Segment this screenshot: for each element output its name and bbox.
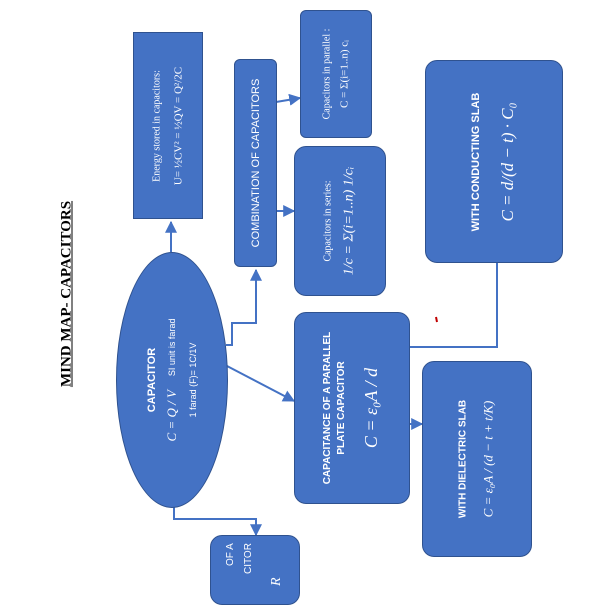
arrow-to-combination [226,268,262,346]
energy-box: Energy stored in capacitors: U= ½CV² = ½… [133,32,203,219]
si-unit-text: SI unit is farad [167,318,177,377]
partial-box-line2: CITOR [243,543,254,574]
farad-definition: 1 farad (F)= 1C/1V [188,342,198,418]
energy-formula: U= ½CV² = ½QV = Q²/2C [172,66,185,185]
series-text: Capacitors in series: [322,180,334,262]
energy-text: Energy stored in capacitors: [151,69,163,182]
parallel-plate-line1: CAPACITANCE OF A PARALLEL [322,331,333,485]
partial-box-line3: R [269,577,284,586]
parallel-plate-line2: PLATE CAPACITOR [336,361,347,455]
partial-box-line1: OF A [225,543,236,566]
dielectric-slab-formula: C = ε₀A / (d − t + t/K) [480,400,496,518]
conducting-slab-formula: C = d/(d − t) · C₀ [498,101,517,222]
dielectric-slab-label: WITH DIELECTRIC SLAB [457,399,469,519]
page-title: MIND MAP- CAPACITORS [58,200,75,387]
partial-box: OF A CITOR R [210,535,300,605]
arrow-to-partial-box [173,506,262,537]
capacitor-heading: CAPACITOR [146,347,158,413]
connector-lines [165,93,498,537]
conducting-slab-box: WITH CONDUCTING SLAB C = d/(d − t) · C₀ [425,60,563,263]
capacitor-formula: C = Q / V [164,390,179,442]
line-to-conducting [410,263,498,348]
parallel-box: Capacitors in parallel : C = Σ(i=1..n) c… [300,10,372,138]
red-mark [435,316,438,323]
dielectric-slab-box: WITH DIELECTRIC SLAB C = ε₀A / (d − t + … [422,361,532,557]
arrow-to-parallel [275,93,302,106]
parallel-formula: C = Σ(i=1..n) cᵢ [338,40,351,108]
series-formula: 1/c = Σ(i=1..n) 1/cᵢ [341,166,357,276]
parallel-plate-formula: C = ε₀A / d [361,367,381,449]
capacitor-node: CAPACITOR C = Q / V SI unit is farad 1 f… [116,252,228,508]
parallel-plate-box: CAPACITANCE OF A PARALLEL PLATE CAPACITO… [294,312,410,504]
series-box: Capacitors in series: 1/c = Σ(i=1..n) 1/… [294,146,386,296]
arrow-to-parallel-plate [226,365,296,402]
conducting-slab-label: WITH CONDUCTING SLAB [470,92,482,231]
combination-box: COMBINATION OF CAPACITORS [234,59,277,267]
combination-label: COMBINATION OF CAPACITORS [249,78,262,248]
parallel-text: Capacitors in parallel : [321,28,333,120]
